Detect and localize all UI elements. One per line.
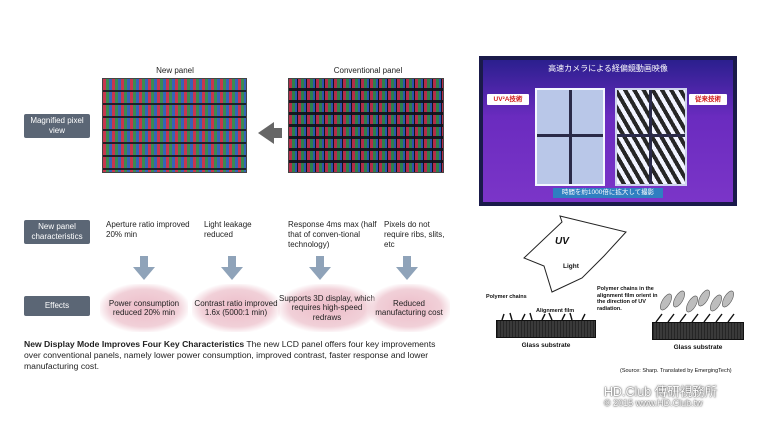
caption-body: The new LCD panel offers four key improv…	[24, 339, 436, 371]
glass-substrate-left	[496, 320, 596, 338]
polymer-chains-aligned-icon	[655, 289, 735, 323]
uv2a-tag: UV²A技術	[487, 94, 529, 105]
characteristic-response: Response 4ms max (half that of conven-ti…	[288, 220, 377, 249]
uv-light-arrow-icon	[523, 215, 627, 293]
effect-3d: Supports 3D display, which requires high…	[278, 284, 376, 332]
photo-footer: 時間を約1000倍に拡大して撮影	[553, 188, 663, 198]
caption-title: New Display Mode Improves Four Key Chara…	[24, 339, 245, 349]
arrow-down-icon	[133, 256, 155, 280]
glass-substrate-right	[652, 322, 744, 340]
arrow-down-icon	[396, 256, 418, 280]
new-panel-title: New panel	[156, 66, 194, 75]
row-label-effects: Effects	[24, 296, 90, 316]
effect-cost: Reduced manufacturing cost	[368, 284, 450, 332]
row-label-characteristics: New panel characteristics	[24, 220, 90, 244]
characteristic-pixels: Pixels do not require ribs, slits, etc	[384, 220, 445, 249]
source-credit: (Source: Sharp. Translated by EmergingTe…	[620, 368, 732, 374]
conventional-lcd-image	[615, 88, 687, 186]
polymer-chains-unaligned-icon	[501, 312, 586, 321]
arrow-down-icon	[221, 256, 243, 280]
glass-substrate-left-label: Glass substrate	[521, 342, 571, 349]
conventional-panel-title: Conventional panel	[333, 66, 403, 75]
uv2a-lcd-image	[535, 88, 605, 186]
arrow-left-icon-tail	[272, 128, 282, 138]
high-speed-camera-photo: 高速カメラによる経偏鏡動画映像 UV²A技術 従来技術 時間を約1000倍に拡大…	[479, 56, 737, 206]
polymer-chains-label: Polymer chains	[486, 294, 527, 300]
orientation-note: Polymer chains in the alignment film ori…	[597, 286, 658, 312]
glass-substrate-right-label: Glass substrate	[673, 344, 723, 351]
new-panel-pixel-image	[102, 78, 247, 173]
row-label-magnified: Magnified pixel view	[24, 114, 90, 138]
characteristic-aperture: Aperture ratio improved 20% min	[106, 220, 190, 239]
conventional-tag: 従来技術	[689, 94, 727, 105]
effect-power: Power consumption reduced 20% min	[100, 284, 188, 332]
uv-label: UV	[555, 236, 569, 247]
arrow-down-icon	[309, 256, 331, 280]
caption: New Display Mode Improves Four Key Chara…	[24, 339, 452, 372]
characteristic-light-leakage: Light leakage reduced	[204, 220, 252, 239]
watermark-title: HD.Club 傳研視務所	[604, 385, 718, 399]
watermark-url: © 2015 www.HD.Club.tw	[604, 398, 703, 408]
conventional-panel-pixel-image	[288, 78, 444, 173]
arrow-left-icon	[258, 122, 274, 144]
alignment-film-label: Alignment film	[536, 308, 575, 314]
light-label: Light	[563, 263, 579, 270]
photo-heading: 高速カメラによる経偏鏡動画映像	[548, 64, 668, 73]
effect-contrast: Contrast ratio improved 1.6x (5000:1 min…	[192, 284, 280, 332]
